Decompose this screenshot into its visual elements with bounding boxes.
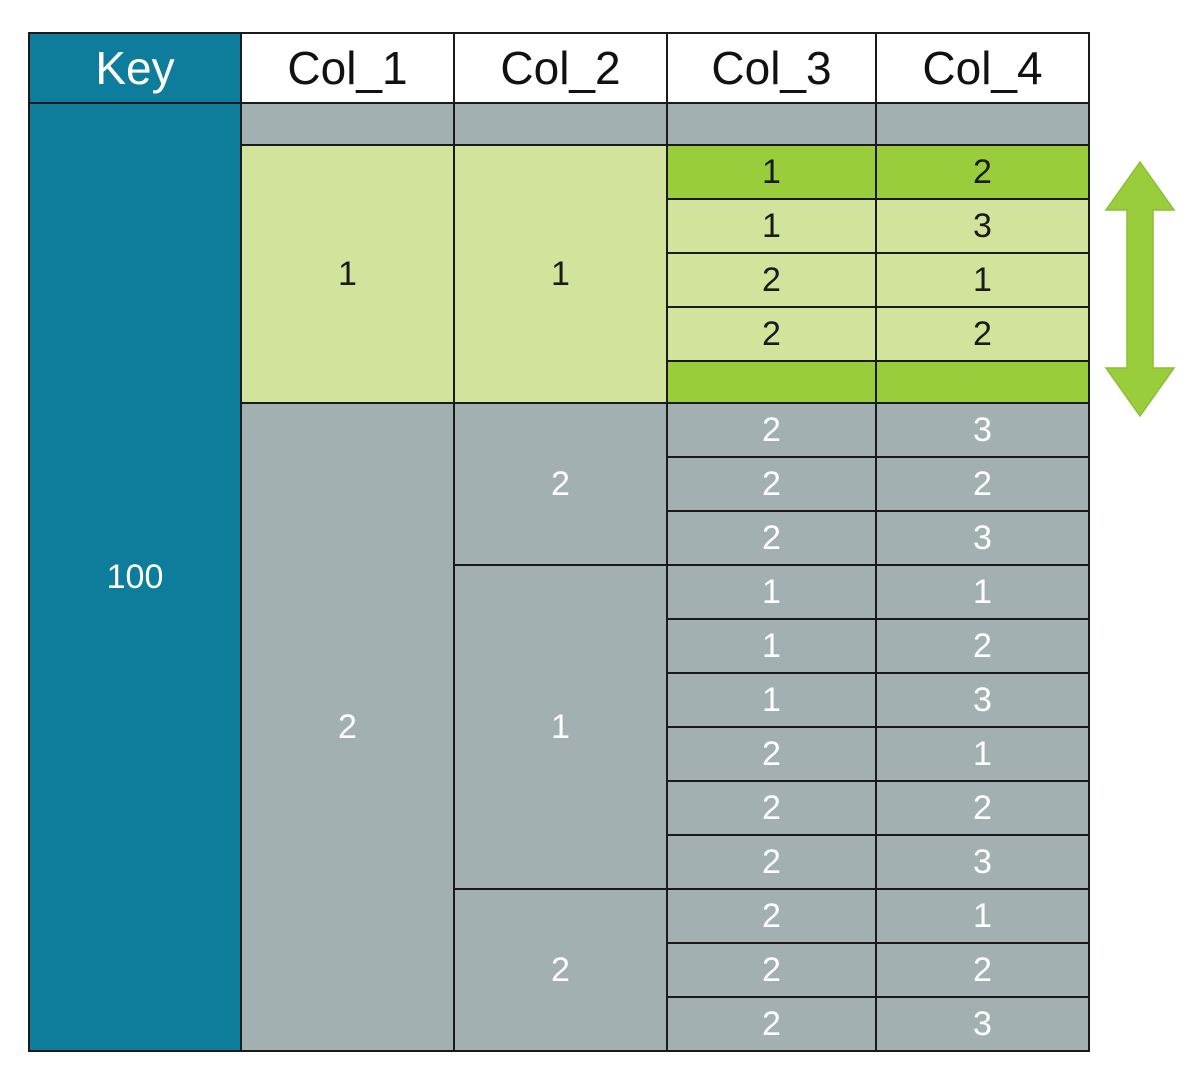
col1-group-1: 1 — [240, 144, 455, 404]
col1-group-empty — [240, 102, 455, 146]
col3-cell: 2 — [666, 942, 877, 998]
col3-cell — [666, 360, 877, 404]
col3-cell — [666, 102, 877, 146]
col3-cell: 2 — [666, 780, 877, 836]
table-row: 2 2 — [29, 306, 1090, 362]
col4-cell: 2 — [875, 942, 1090, 998]
col4-cell: 3 — [875, 996, 1090, 1052]
table-row: 2 2 — [29, 456, 1090, 512]
col4-cell: 1 — [875, 252, 1090, 308]
col3-cell: 1 — [666, 198, 877, 254]
table-row: 1 3 — [29, 672, 1090, 728]
col1-group-2: 2 — [240, 402, 455, 1052]
table-row: 2 1 — [29, 252, 1090, 308]
column-header-col-3: Col_3 — [666, 32, 877, 104]
col3-cell: 2 — [666, 834, 877, 890]
table-row: 2 3 — [29, 510, 1090, 566]
grid-table: Key Col_1 Col_2 Col_3 Col_4 100 — [28, 32, 1090, 1052]
col3-cell: 2 — [666, 402, 877, 458]
table-row — [29, 360, 1090, 404]
col4-cell: 2 — [875, 780, 1090, 836]
table-row: 2 3 — [29, 996, 1090, 1052]
col4-cell: 1 — [875, 564, 1090, 620]
col3-cell: 2 — [666, 996, 877, 1052]
column-header-col-4: Col_4 — [875, 32, 1090, 104]
col4-cell: 3 — [875, 510, 1090, 566]
col4-cell: 3 — [875, 198, 1090, 254]
table-row: 1 1 1 2 — [29, 144, 1090, 404]
col3-cell: 1 — [666, 618, 877, 674]
table-row: 2 2 1 — [29, 888, 1090, 1052]
col3-cell: 2 — [666, 306, 877, 362]
column-header-col-1: Col_1 — [240, 32, 455, 104]
table-row: 1 3 — [29, 198, 1090, 254]
table-row: 2 1 — [29, 726, 1090, 782]
table-row: 2 2 — [29, 780, 1090, 836]
col2-group-1: 1 — [453, 144, 668, 404]
table-header: Key Col_1 Col_2 Col_3 Col_4 — [28, 32, 1090, 104]
col4-cell: 2 — [875, 144, 1090, 200]
table-row: 2 3 — [29, 834, 1090, 890]
col4-cell: 2 — [875, 456, 1090, 512]
col3-cell: 2 — [666, 510, 877, 566]
table-row: 2 2 — [29, 942, 1090, 998]
col4-cell — [875, 360, 1090, 404]
table-row: 100 — [28, 102, 1090, 1052]
col4-cell: 2 — [875, 306, 1090, 362]
double-arrow-vertical-icon — [1104, 160, 1176, 418]
col3-cell: 2 — [666, 456, 877, 512]
col3-cell: 2 — [666, 888, 877, 944]
col3-cell: 2 — [666, 726, 877, 782]
col3-cell: 1 — [666, 672, 877, 728]
col3-cell: 2 — [666, 252, 877, 308]
col3-cell: 1 — [666, 564, 877, 620]
column-header-key: Key — [28, 32, 242, 104]
table-body: 100 1 1 1 2 1 3 — [28, 102, 1090, 1052]
table-row: 1 1 1 — [29, 564, 1090, 890]
col2-group-1b: 1 — [453, 564, 668, 890]
col2-group-2b: 2 — [453, 888, 668, 1052]
col4-cell: 1 — [875, 726, 1090, 782]
col4-cell: 3 — [875, 834, 1090, 890]
col4-cell: 1 — [875, 888, 1090, 944]
col4-cell: 3 — [875, 672, 1090, 728]
key-cell-100: 100 — [28, 102, 242, 1052]
col4-cell: 3 — [875, 402, 1090, 458]
col4-cell: 2 — [875, 618, 1090, 674]
col4-cell — [875, 102, 1090, 146]
header-row: Key Col_1 Col_2 Col_3 Col_4 — [28, 32, 1090, 104]
col2-group-empty — [453, 102, 668, 146]
col2-group-2a: 2 — [453, 402, 668, 566]
table-row: 2 2 2 3 — [29, 402, 1090, 1052]
key-table: Key Col_1 Col_2 Col_3 Col_4 100 — [28, 32, 1090, 1052]
table-row: 1 2 — [29, 618, 1090, 674]
column-header-col-2: Col_2 — [453, 32, 668, 104]
col3-cell: 1 — [666, 144, 877, 200]
